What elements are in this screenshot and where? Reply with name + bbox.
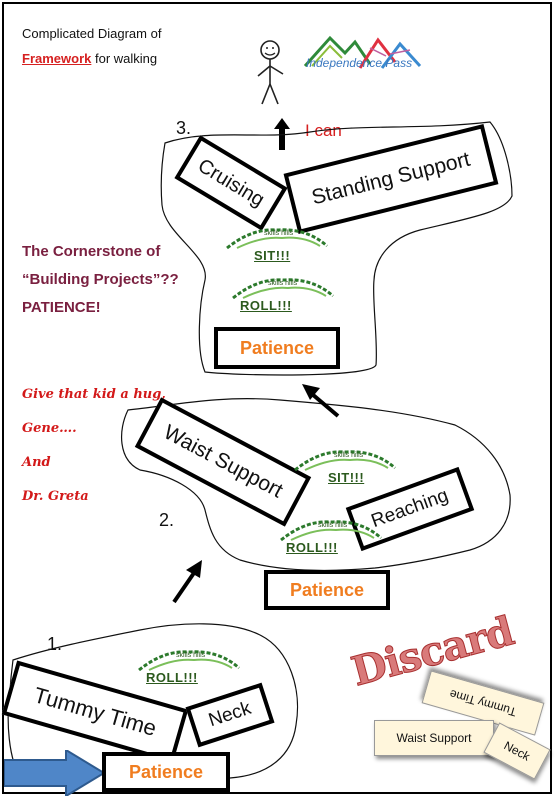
stamp-caption: skills hills (264, 230, 294, 237)
title-line-2: Framework for walking (22, 47, 161, 72)
cornerstone-line-2: “Building Projects”?? (22, 271, 179, 288)
sit-label: SIT!!! (254, 248, 291, 263)
cornerstone-line-3: PATIENCE! (22, 299, 101, 316)
roll-label: ROLL!!! (146, 670, 198, 685)
stage-1-roll-stamp: skills hills ROLL!!! (134, 644, 244, 690)
hill-stamp-icon (138, 650, 241, 672)
arrow-stage2-to-stage3-icon (302, 384, 340, 418)
stage-2-sit-stamp: skills hills SIT!!! (290, 444, 400, 490)
stage-2-roll-stamp: skills hills ROLL!!! (276, 514, 386, 560)
step-2-number: 2. (159, 510, 175, 530)
roll-label: ROLL!!! (240, 298, 292, 313)
patience-label: Patience (128, 761, 204, 782)
discard-item-label: Waist Support (396, 731, 472, 745)
note-line-3: And (22, 455, 51, 470)
framework-word: Framework (22, 50, 92, 66)
stage-2-patience-box: Patience (264, 570, 390, 610)
sit-label: SIT!!! (328, 470, 365, 485)
hill-stamp-icon (232, 278, 335, 300)
roll-label: ROLL!!! (286, 540, 338, 555)
discard-item-label: Neck (501, 738, 533, 764)
cornerstone-line-1: The Cornerstone of (22, 243, 161, 260)
hill-stamp-icon (280, 520, 383, 542)
patience-label: Patience (289, 579, 365, 600)
stage-2-outline (121, 398, 511, 571)
hug-note: Give that kid a hug, Gene…. And Dr. Gret… (22, 378, 166, 514)
stamp-caption: skills hills (176, 652, 206, 659)
independence-pass-logo: Independence Pass (300, 28, 425, 88)
stage-1-outline (7, 623, 299, 781)
diagram-title: Complicated Diagram of Framework for wal… (22, 22, 161, 71)
step-3-number: 3. (176, 118, 192, 138)
stamp-caption: skills hills (268, 280, 298, 287)
hill-stamp-icon (294, 450, 397, 472)
note-line-2: Gene…. (22, 421, 77, 436)
hill-stamp-icon (226, 228, 329, 250)
patience-label: Patience (239, 337, 315, 358)
stamp-caption: skills hills (318, 522, 348, 529)
title-line-1: Complicated Diagram of (22, 26, 162, 41)
stamp-caption: skills hills (334, 452, 364, 459)
discard-waist-support-card: Waist Support (374, 720, 494, 756)
stage-3-sit-stamp: skills hills SIT!!! (222, 222, 332, 268)
mountain-logo-icon (303, 35, 422, 69)
blue-arrow-icon (4, 750, 106, 796)
title-line-2-rest: for walking (91, 50, 158, 66)
logo-text: Independence Pass (306, 56, 413, 70)
note-line-1: Give that kid a hug, (22, 387, 166, 402)
stage-3-patience-box: Patience (214, 327, 340, 369)
cornerstone-text: The Cornerstone of “Building Projects”??… (22, 238, 179, 322)
neck-label: Neck (206, 697, 254, 732)
stage-3-roll-stamp: skills hills ROLL!!! (228, 272, 338, 318)
stage-1-patience-box: Patience (102, 752, 230, 792)
arrow-stage1-to-stage2-icon (172, 560, 202, 604)
stick-figure-icon (257, 40, 284, 105)
note-line-4: Dr. Greta (22, 489, 89, 504)
